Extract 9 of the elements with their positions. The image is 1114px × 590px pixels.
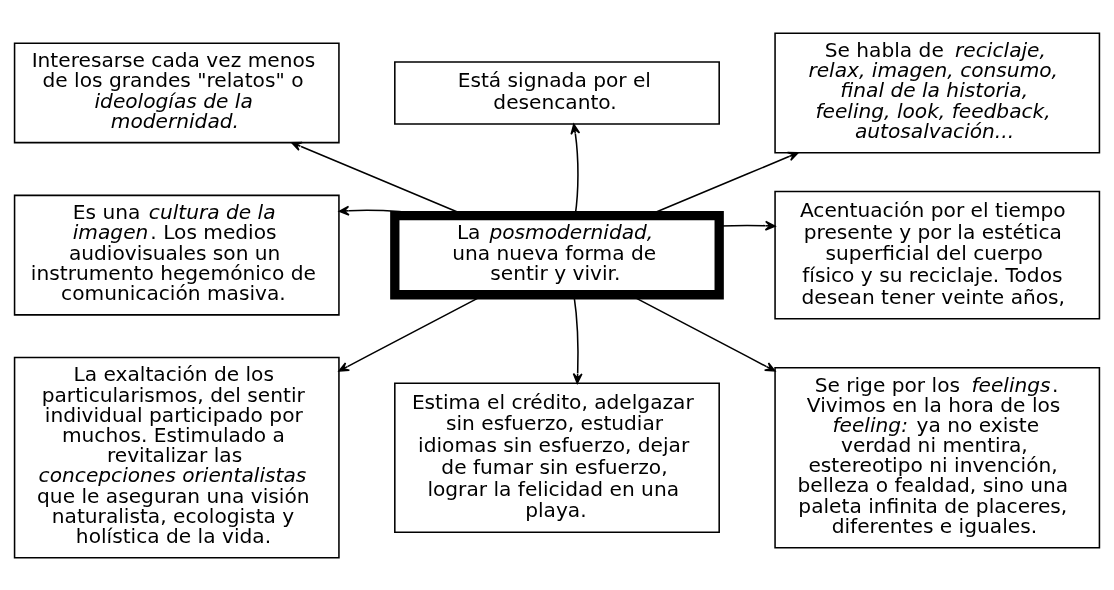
node-box: Es una cultura de la imagen. Los medios audiovisuales son un instrumento hegemónico de comunicación masiva. <box>13 194 340 316</box>
node-box: Interesarse cada vez menos de los grandes "relatos" o ideologías de la modernidad. <box>13 42 340 143</box>
node-box: Estima el crédito, adelgazar sin esfuerzo, estudiar idiomas sin esfuerzo, dejar de fumar sin esfuerzo, lograr la felicidad en una playa. <box>394 381 720 533</box>
node-box: La exaltación de los particularismos, del sentir individual participado por muchos. Estimulado a revitalizar las concepciones orientalistas que le aseguran una visión naturalista, ecologista y holística de la vida. <box>13 356 340 559</box>
node-box: Está signada por el desencanto. <box>394 60 720 125</box>
node-box: La posmodernidad, una nueva forma de sentir y vivir. <box>390 210 724 299</box>
node-box: Acentuación por el tiempo presente y por la estética superficial del cuerpo físico y su reciclaje. Todos desean tener veinte años, <box>774 190 1101 320</box>
node-box: Se rige por los feelings. Vivimos en la hora de los feeling: ya no existe verdad ni mentira, estereotipo ni invención, belleza o fealdad, sino una paleta infinita de placeres, diferentes e iguales. <box>774 366 1101 548</box>
node-box: Se habla de reciclaje, relax, imagen, consumo, final de la historia, feeling, look, feedback, autosalvación... <box>774 31 1101 153</box>
